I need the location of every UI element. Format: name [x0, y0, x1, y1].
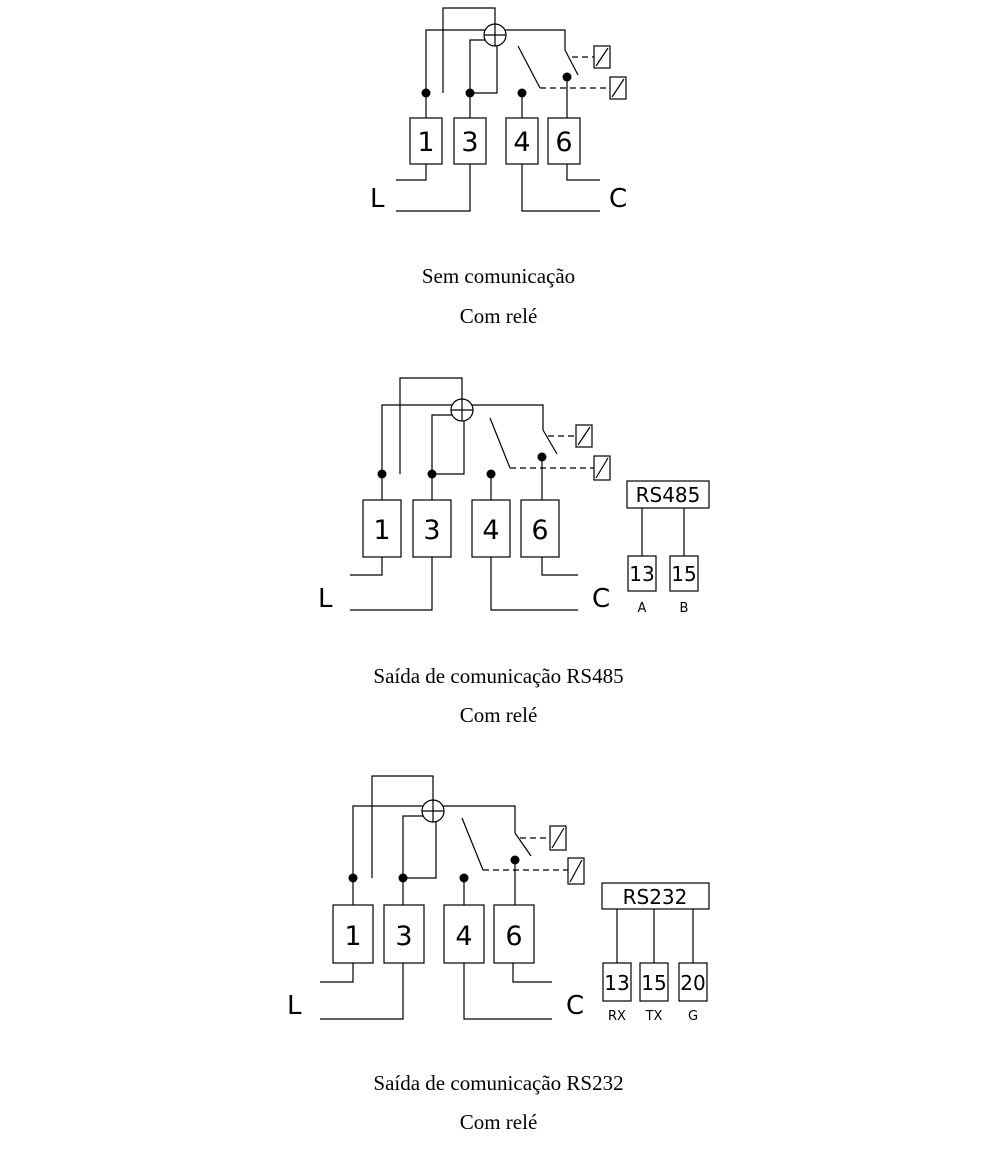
junction-dot — [517, 88, 527, 98]
terminal-1-box — [332, 904, 374, 964]
terminal-4-box — [443, 904, 485, 964]
terminal-3: 3 — [423, 515, 440, 546]
rs232-terminal-13-box — [602, 962, 632, 1002]
diagram-rs485: 1 3 4 6 L C RS485 13 15 A B — [318, 377, 710, 616]
relay-coil-1 — [575, 424, 593, 448]
diagram-2-title: Saída de comunicação RS485 — [373, 664, 624, 688]
terminal-3: 3 — [461, 127, 478, 158]
rs485-label: RS485 — [636, 483, 701, 507]
diagram-1-subtitle: Com relé — [459, 304, 538, 328]
rs232-box — [601, 882, 710, 910]
junction-dot — [427, 469, 437, 479]
rs232-signal-g: G — [688, 1009, 698, 1024]
terminal-4: 4 — [455, 921, 472, 952]
line-label: L — [370, 184, 385, 214]
rs232-module: RS232 13 15 20 RX TX G — [601, 882, 710, 1024]
terminal-1-box — [362, 499, 402, 558]
rs232-signal-rx: RX — [608, 1009, 626, 1024]
terminal-6-box — [493, 904, 535, 964]
terminal-1-box — [409, 117, 443, 165]
diagram-3-subtitle: Com relé — [459, 1110, 538, 1134]
terminal-4-box — [471, 499, 511, 558]
terminal-6: 6 — [505, 921, 522, 952]
relay-coil-2 — [567, 857, 585, 885]
junction-dot — [348, 873, 358, 883]
rs232-terminal-15: 15 — [641, 971, 666, 995]
terminal-3: 3 — [395, 921, 412, 952]
common-label: C — [609, 184, 627, 214]
common-label: C — [566, 991, 584, 1021]
rs232-terminal-15-box — [639, 962, 669, 1002]
junction-dot — [537, 452, 547, 462]
terminal-1: 1 — [344, 921, 361, 952]
terminal-3-box — [383, 904, 425, 964]
junction-dot — [459, 873, 469, 883]
rs485-signal-b: B — [680, 601, 689, 616]
junction-dot — [398, 873, 408, 883]
rs232-signal-tx: TX — [645, 1009, 663, 1024]
rs485-terminal-15: 15 — [671, 562, 696, 586]
rs232-label: RS232 — [623, 885, 688, 909]
relay-coil-1 — [549, 825, 567, 851]
terminal-3-box — [412, 499, 452, 558]
relay-coil-2 — [593, 455, 611, 481]
terminal-1: 1 — [417, 127, 434, 158]
junction-dot — [562, 72, 572, 82]
rs485-terminal-13-box — [627, 555, 657, 592]
terminal-block: 1 3 4 6 — [362, 499, 560, 558]
junction-dot — [377, 469, 387, 479]
diagram-rs232: 1 3 4 6 L C RS232 13 15 20 RX TX G — [287, 775, 710, 1024]
terminal-3-box — [453, 117, 487, 165]
relay-coil-1 — [593, 45, 611, 69]
terminal-block: 1 3 4 6 — [332, 904, 535, 964]
wires — [396, 7, 610, 212]
terminal-4: 4 — [513, 127, 530, 158]
junction-dot — [486, 469, 496, 479]
rs232-terminal-13: 13 — [604, 971, 629, 995]
rs485-box — [626, 480, 710, 509]
line-label: L — [287, 991, 302, 1021]
rs232-terminal-20-box — [678, 962, 708, 1002]
rs232-terminal-20: 20 — [680, 971, 705, 995]
terminal-6: 6 — [531, 515, 548, 546]
diagram-1-title: Sem comunicação — [421, 264, 576, 288]
diagram-3-title: Saída de comunicação RS232 — [373, 1071, 624, 1095]
rs485-module: RS485 13 15 A B — [626, 480, 710, 616]
rs485-signal-a: A — [638, 601, 647, 616]
rs485-terminal-15-box — [669, 555, 699, 592]
rs485-terminal-13: 13 — [629, 562, 654, 586]
line-label: L — [318, 584, 333, 614]
terminal-1: 1 — [373, 515, 390, 546]
diagram-no-communication: 1 3 4 6 L C — [370, 7, 627, 214]
junction-dot — [421, 88, 431, 98]
terminal-block: 1 3 4 6 — [409, 117, 581, 165]
junction-dot — [510, 855, 520, 865]
diagram-2-subtitle: Com relé — [459, 703, 538, 727]
terminal-4: 4 — [482, 515, 499, 546]
common-label: C — [592, 584, 610, 614]
terminal-6-box — [547, 117, 581, 165]
terminal-6: 6 — [555, 127, 572, 158]
relay-coil-2 — [609, 76, 627, 100]
terminal-4-box — [505, 117, 539, 165]
wires — [350, 377, 685, 611]
terminal-6-box — [520, 499, 560, 558]
junction-dot — [465, 88, 475, 98]
